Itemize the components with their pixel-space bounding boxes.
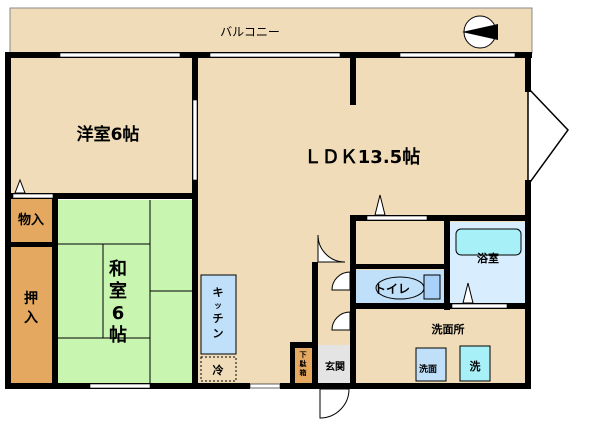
japanese-label-2: 室 (109, 280, 127, 302)
fridge-label: 冷 (213, 363, 224, 377)
entrance (318, 345, 352, 383)
closet-label-1: 押 (24, 290, 38, 307)
closet-label-2: 入 (24, 310, 38, 326)
japanese-label-4: 帖 (109, 324, 127, 346)
shoe-box (295, 347, 312, 383)
bathtub (455, 228, 522, 256)
bay-window (527, 86, 569, 188)
shoe-box-label-2: 駄 (300, 359, 308, 368)
washer (459, 345, 491, 382)
kitchen-label-2: ッ (214, 301, 222, 310)
toilet-label: トイレ (374, 282, 410, 296)
kitchen-counter (200, 274, 237, 355)
washroom-label: 洗面所 (432, 322, 465, 336)
western-room-label: 洋室6帖 (77, 124, 140, 145)
ldk-label: ＬＤＫ13.5帖 (304, 146, 420, 168)
bath-label: 浴室 (477, 251, 499, 265)
storage-label: 物入 (18, 212, 44, 228)
japanese-label-1: 和 (109, 259, 127, 280)
shoe-box-label-3: 箱 (300, 368, 307, 377)
japanese-label-3: 6 (112, 303, 125, 324)
toilet-bowl (375, 276, 425, 300)
washer-label: 洗 (470, 359, 481, 373)
kitchen-label-1: キ (213, 286, 224, 299)
kitchen-label-3: チ (213, 312, 224, 325)
western-room (10, 55, 195, 193)
toilet-tank (423, 274, 441, 300)
kitchen-label-4: ン (213, 327, 224, 340)
storage-room (10, 198, 54, 242)
balcony-label: バルコニー (220, 25, 280, 39)
compass-icon (462, 15, 498, 49)
shoe-box-label-1: 下 (300, 351, 307, 359)
door-swings (14, 178, 474, 419)
entrance-label: 玄関 (325, 360, 345, 373)
balcony (9, 7, 533, 54)
fridge-space (200, 356, 237, 382)
closet-room (10, 246, 54, 383)
sink (415, 347, 447, 382)
small-room (355, 222, 445, 265)
sink-label: 洗面 (419, 363, 437, 375)
